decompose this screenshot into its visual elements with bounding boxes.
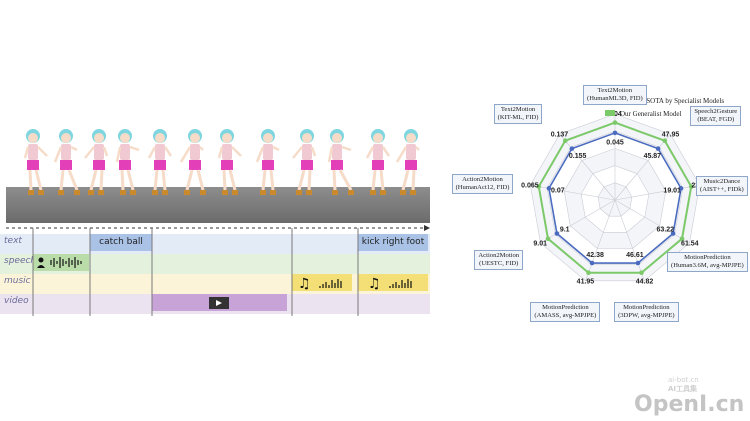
radar-spoke [530,184,616,201]
legend-ours: Our Generalist Model [620,110,681,118]
row-label-text: text [4,236,22,246]
timeline-guides [6,225,430,316]
point-previous [589,260,595,266]
value-previous: 0.07 [551,187,565,194]
character-pose [292,129,317,195]
character-pose [115,129,140,195]
row-label-speech: speech [4,256,37,266]
point-previous [612,130,618,136]
radar-spoke [614,199,645,281]
music-clip-1[interactable]: ♫ [292,274,352,292]
value-previous: 19.01 [663,187,681,194]
value-ours: 44.82 [636,279,654,286]
value-previous: 0.045 [606,139,624,146]
music-note-icon: ♫ [368,276,412,292]
value-ours: 41.95 [577,279,595,286]
point-previous [670,231,676,236]
point-previous [635,260,641,266]
point-previous [554,231,560,236]
radar-axis-labels: Text2Motion(HumanML3D, FID) Speech2Gestur… [430,85,750,335]
value-ours: 0.065 [521,182,539,189]
video-play-icon [209,297,229,309]
point-previous [678,186,684,191]
axis-label: MotionPrediction(3DPW, avg-MPJPE) [614,301,679,322]
axis-label: Action2Motion(HumanAct12, FID) [451,173,514,194]
value-ours: 61.54 [681,241,699,248]
character-pose [147,129,173,195]
speech-waveform-icon [37,257,82,268]
character-pose [53,129,80,195]
point-previous [546,186,552,191]
point-previous [569,146,575,151]
axis-label: Speech2Gesture(BEAT, FGD) [690,106,742,127]
radar-chart: 0.040.04547.9545.8722.0819.0161.5463.224… [521,97,724,286]
point-ours [536,184,542,189]
value-previous: 45.87 [644,153,662,160]
value-ours: 47.95 [662,131,680,138]
svg-text:♫: ♫ [368,276,381,291]
video-clip[interactable] [152,294,287,311]
radar-spoke [614,133,671,201]
radar-spoke [540,199,616,244]
timeline-row-music: music ♫ ♫ [0,274,430,294]
character-pose [217,129,242,195]
character-pose [84,129,109,195]
axis-label: Text2Motion(KIT-ML, FID) [493,104,543,125]
character-pose [365,129,391,195]
radar-spoke [614,184,700,201]
point-previous [655,146,661,151]
timeline-row-video: video [0,294,430,314]
series-ours [537,121,693,274]
character-pose [179,129,206,195]
series-previous [548,132,682,264]
axis-label: MotionPrediction(AMASS, avg-MPJPE) [530,301,601,322]
character-pose [23,129,48,195]
value-previous: 46.61 [626,252,644,259]
value-previous: 0.155 [569,153,587,160]
watermark-logo: OpenI.cn [634,392,745,417]
character-sequence [23,129,420,195]
value-ours: 0.137 [551,131,569,138]
watermark-cn: AI工具集 [668,385,698,393]
value-previous: 63.22 [657,227,675,234]
music-clip-2[interactable]: ♫ [358,274,428,292]
watermark-small: ai-bot.cn [668,376,699,384]
axis-label: Text2Motion(HumanML3D, FID) [583,85,647,105]
radar-spoke [559,133,616,201]
music-note-icon: ♫ [298,276,342,292]
point-ours [586,270,591,276]
timeline-row-speech: speech [0,254,430,274]
text-tag-catch-ball[interactable]: catch ball [90,234,152,251]
character-pose [255,129,280,195]
svg-text:♫: ♫ [298,276,311,291]
row-label-video: video [4,296,29,306]
character-pose [395,129,420,195]
axis-label: Music2Dance(AIST++, FIDk) [696,175,748,196]
point-ours [545,236,551,241]
timeline-row-text: text catch ball kick right foot [0,234,430,254]
value-previous: 9.1 [560,227,570,234]
value-previous: 42.38 [586,252,604,259]
radar-spoke [585,199,616,281]
value-ours: 9.01 [533,241,547,248]
point-ours [562,138,568,144]
point-ours [662,138,668,144]
row-label-music: music [4,276,31,286]
legend-previous: Previous SOTA by Specialist Models [620,97,724,105]
text-tag-kick-right-foot[interactable]: kick right foot [358,234,428,251]
axis-label: Action2Motion(UESTC, FID) [474,250,524,270]
radar-spoke [614,199,690,244]
speech-clip[interactable] [33,254,89,271]
character-pose [327,129,354,195]
legend-swatch-ours [605,110,615,116]
point-ours [679,236,685,241]
axis-label: MotionPrediction(Human3.6M, avg-MPJPE) [667,252,748,272]
point-ours [639,270,644,276]
point-ours [688,184,694,189]
value-ours: 0.04 [608,111,622,118]
point-ours [612,120,618,125]
